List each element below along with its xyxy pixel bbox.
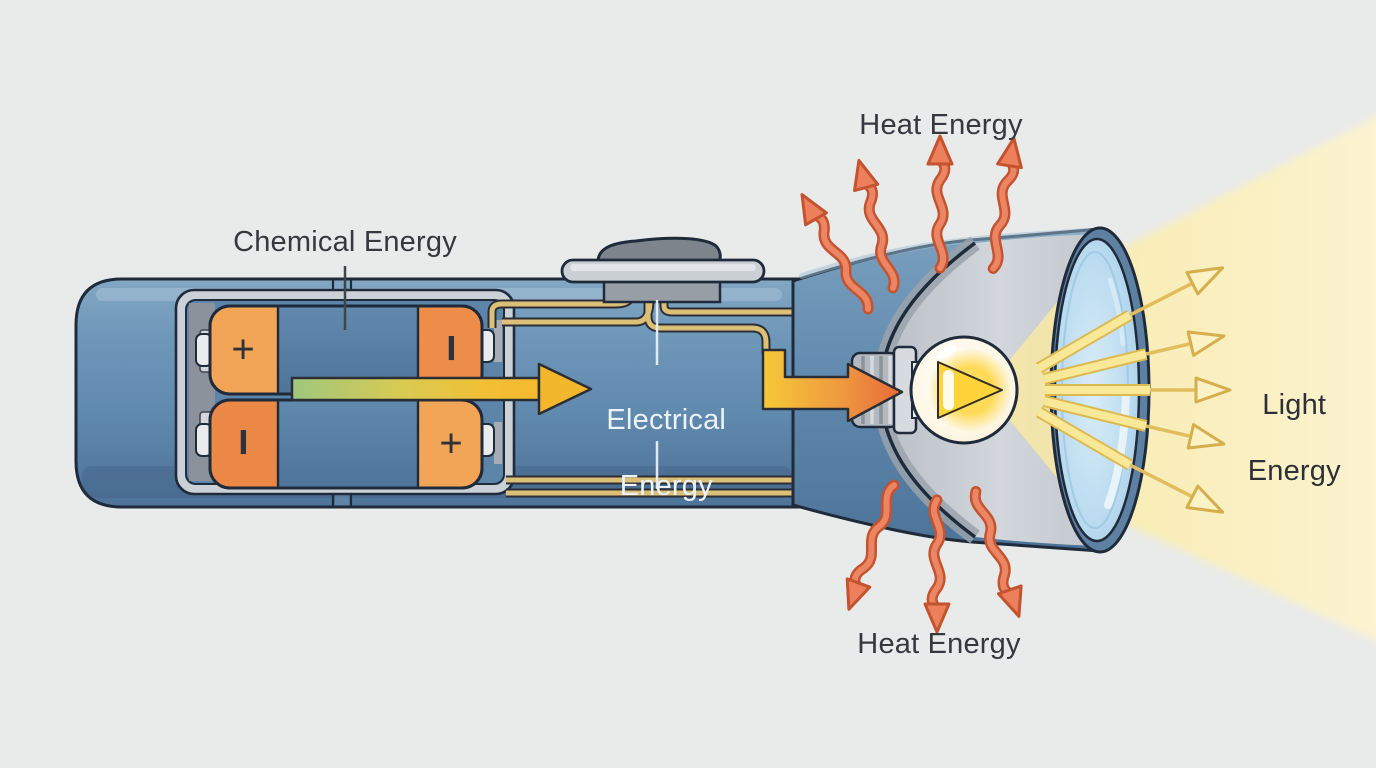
battery-contact <box>494 320 502 362</box>
light-ray-arrow <box>1145 423 1226 450</box>
light-ray-arrow <box>1129 463 1225 514</box>
electrical-energy-line1: Electrical <box>606 404 727 436</box>
chemical-energy-label: Chemical Energy <box>233 226 457 258</box>
light-ray-arrow <box>1150 376 1232 404</box>
heat-energy-label-bottom: Heat Energy <box>857 628 1021 660</box>
light-ray-arrow <box>1145 330 1226 357</box>
battery-bottom <box>195 398 495 490</box>
electrical-energy-label: Electrical Energy <box>590 371 726 503</box>
electrical-energy-line2: Energy <box>619 470 713 502</box>
light-ray-arrow <box>1129 266 1225 317</box>
leader-lines <box>343 266 659 489</box>
battery-bottom-left-terminal: − <box>216 427 270 457</box>
light-energy-label: Light Energy <box>1231 356 1341 488</box>
heat-energy-label-top: Heat Energy <box>859 109 1023 141</box>
electrical-energy-arrow <box>761 348 904 423</box>
battery-top-left-terminal: + <box>231 327 255 372</box>
battery-top-right-terminal: − <box>424 333 478 363</box>
power-switch <box>560 236 766 304</box>
light-energy-line1: Light <box>1262 389 1327 421</box>
light-energy-line2: Energy <box>1247 455 1341 487</box>
battery-contact <box>494 422 502 464</box>
light-rays <box>1035 309 1150 471</box>
battery-top <box>195 304 495 396</box>
light-beam <box>1095 116 1376 641</box>
switch-rocker <box>596 236 722 264</box>
light-ray-arrows <box>1129 266 1232 514</box>
battery-bottom-right-terminal: + <box>439 421 463 466</box>
chemical-energy-arrow <box>290 362 593 416</box>
